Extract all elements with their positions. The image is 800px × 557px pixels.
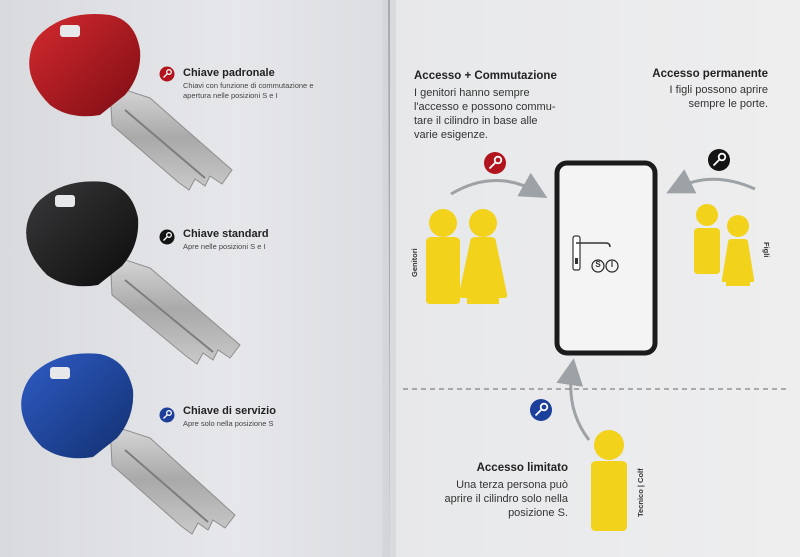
access-limited-title: Accesso limitato: [476, 462, 568, 474]
child-girl-figure-icon: [721, 215, 755, 286]
cylinder-position-icons: [591, 259, 619, 273]
black-key-title: Chiave standard: [183, 228, 269, 240]
access-limited-line: Una terza persona può: [456, 479, 568, 491]
technician-figure-icon: [591, 430, 627, 531]
access-switch-text: I genitori hanno sempre l'accesso e poss…: [414, 86, 556, 142]
child-boy-figure-icon: [694, 204, 720, 274]
cylinder-i-label: I: [610, 260, 614, 269]
cylinder-s-label: S: [595, 260, 601, 269]
blue-key-desc: Apre solo nella posizione S: [183, 419, 274, 428]
access-permanent-line: sempre le porte.: [688, 98, 768, 110]
blue-key-image: [21, 353, 236, 535]
access-limited-text: Una terza persona può aprire il cilindro…: [444, 478, 568, 520]
red-key-desc-line2: apertura nelle posizioni S e I: [183, 91, 278, 100]
technician-arrow-icon: [556, 358, 591, 441]
access-permanent-text: I figli possono aprire sempre le porte.: [670, 83, 768, 111]
access-switch-line: varie esigenze.: [414, 129, 488, 141]
black-key-image: [26, 181, 241, 365]
black-key-desc: Apre nelle posizioni S e I: [183, 242, 266, 251]
access-switch-line: I genitori hanno sempre: [414, 87, 530, 99]
red-key-badge-icon: [159, 66, 175, 82]
parents-arrow-icon: [450, 172, 548, 198]
access-limited-line: aprire il cilindro solo nella: [444, 493, 568, 505]
parents-key-badge-icon: [484, 152, 506, 174]
access-limited-line: posizione S.: [508, 507, 568, 519]
technician-label: Tecnico | Colf: [636, 468, 645, 517]
blue-key-badge-icon: [159, 407, 175, 423]
page-fold: [382, 0, 396, 557]
parents-label: Genitori: [410, 248, 419, 277]
children-label: Figli: [762, 242, 771, 258]
black-key-badge-icon: [159, 229, 175, 245]
children-key-badge-icon: [708, 149, 730, 171]
access-switch-title: Accesso + Commutazione: [414, 70, 557, 82]
access-switch-line: tare il cilindro in base alle: [414, 115, 538, 127]
children-arrow-icon: [666, 169, 756, 194]
door-illustration: [554, 160, 658, 356]
access-switch-line: l'accesso e possono commu-: [414, 101, 556, 113]
mother-figure-icon: [458, 209, 508, 304]
father-figure-icon: [426, 209, 460, 304]
access-permanent-line: I figli possono aprire: [669, 84, 768, 96]
red-key-desc-line1: Chiavi con funzione di commutazione e: [183, 81, 314, 90]
red-key-title: Chiave padronale: [183, 67, 275, 79]
blue-key-title: Chiave di servizio: [183, 405, 276, 417]
red-key-image: [29, 14, 233, 191]
access-permanent-title: Accesso permanente: [652, 68, 768, 80]
technician-key-badge-icon: [530, 399, 552, 421]
